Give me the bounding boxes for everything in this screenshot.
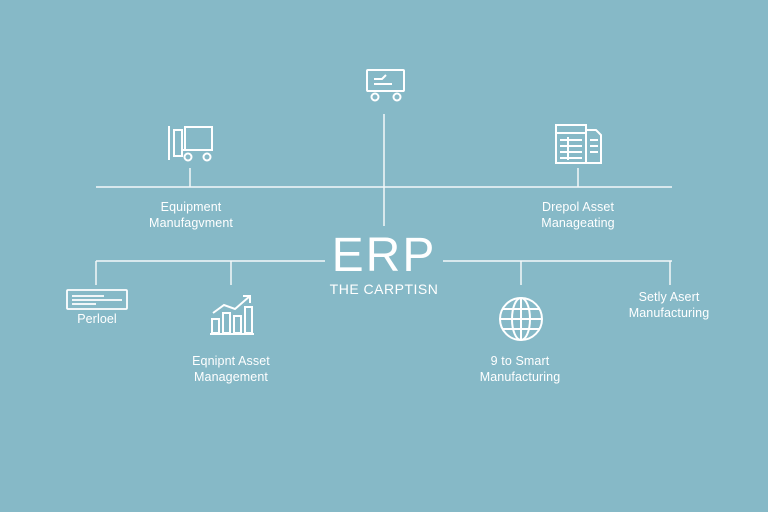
label-line: Equipment: [160, 200, 222, 214]
label-line: Manageating: [541, 216, 615, 230]
form-icon: [66, 289, 128, 310]
label-drepol-asset: Drepol Asset Manageating: [541, 199, 614, 231]
label-setly-asert: Setly Asert Manufacturing: [629, 289, 710, 321]
label-line: Drepol Asset: [541, 200, 615, 214]
label-line: Perloel: [77, 312, 117, 326]
label-eqnipnt-asset: Eqnipnt Asset Management: [192, 353, 270, 385]
label-line: Manufacturing: [628, 306, 710, 320]
label-smart-manufacturing: 9 to Smart Manufacturing: [480, 353, 561, 385]
growth-chart-icon: [210, 295, 254, 335]
label-line: Eqnipnt Asset: [192, 354, 270, 368]
forklift-icon: [168, 126, 213, 162]
label-line: Setly Asert: [638, 290, 700, 304]
label-perloel: Perloel: [77, 311, 117, 327]
truck-icon: [366, 69, 405, 102]
label-equipment-manufacturing: Equipment Manufagvment: [149, 199, 233, 231]
erp-title: ERP: [331, 229, 437, 282]
label-line: 9 to Smart: [490, 354, 550, 368]
erp-caption: THE CARPTISN: [329, 281, 439, 297]
label-line: Manufacturing: [479, 370, 561, 384]
label-line: Manufagvment: [149, 216, 233, 230]
globe-icon: [499, 297, 543, 341]
label-line: Management: [194, 370, 268, 384]
spreadsheet-icon: [555, 124, 602, 164]
